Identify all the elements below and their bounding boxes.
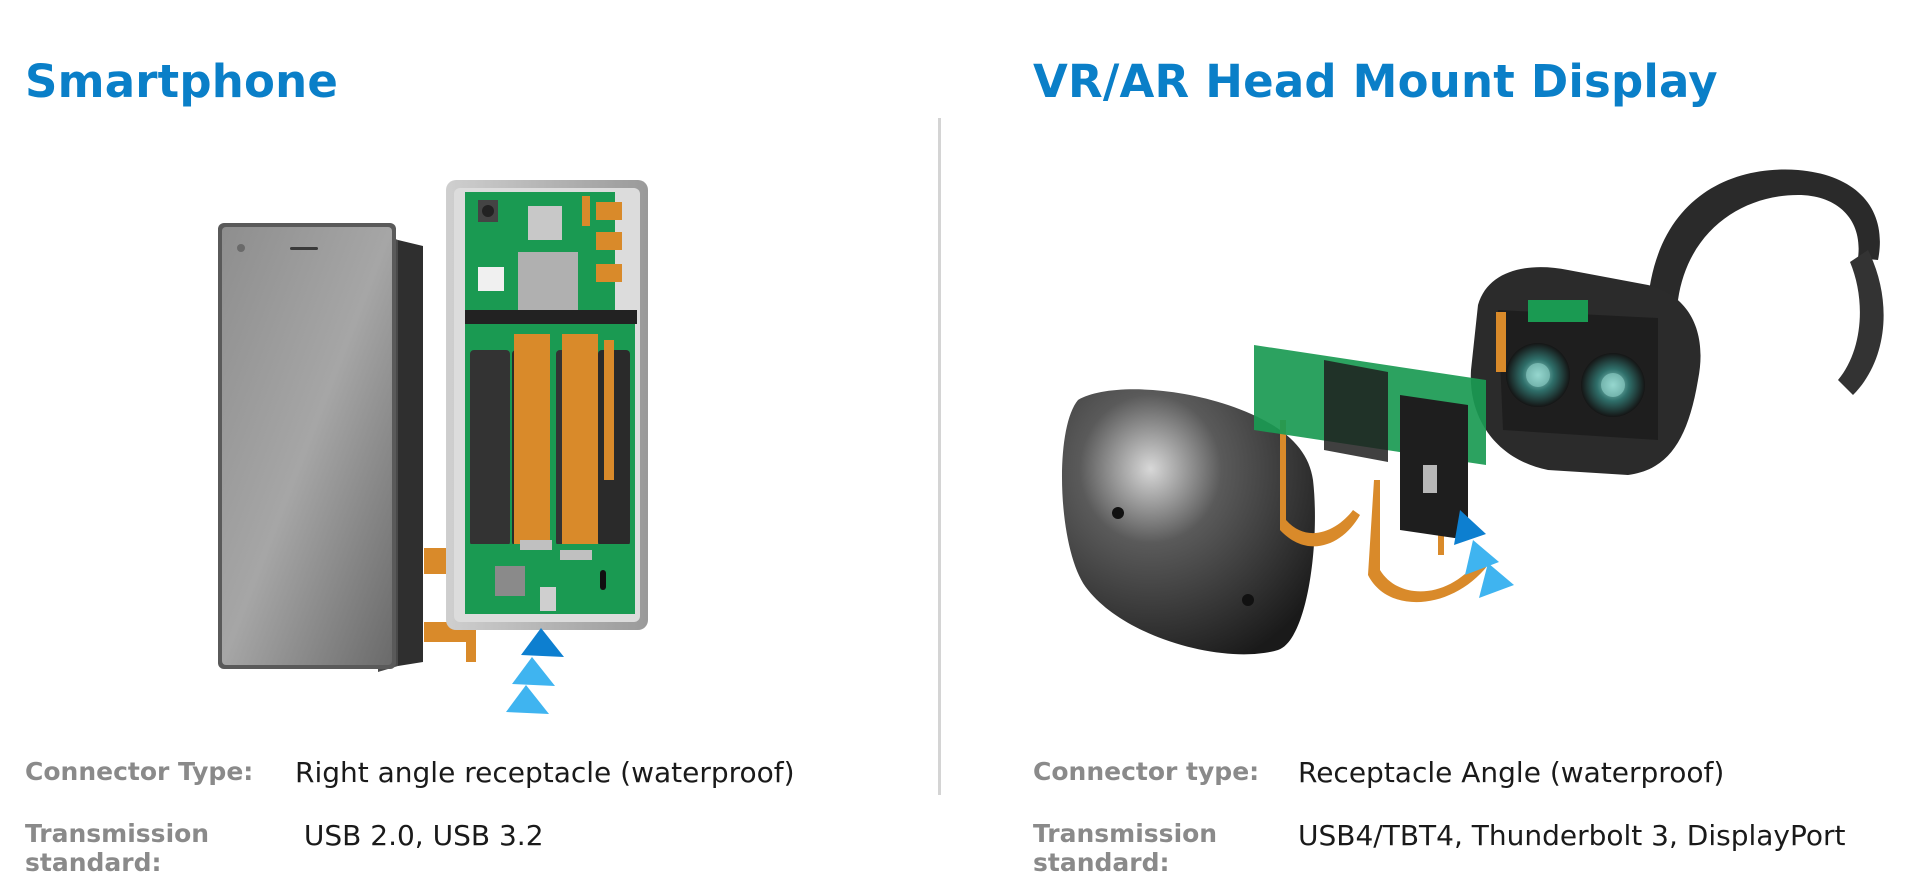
transmission-standard-label: Transmission standard: [25, 819, 210, 877]
insertion-arrows [506, 628, 564, 714]
vr-ar-title: VR/AR Head Mount Display [1033, 55, 1718, 108]
head-strap [1648, 169, 1884, 395]
panel-divider [938, 118, 941, 795]
vr-ar-panel: VR/AR Head Mount Display [1008, 0, 1907, 883]
vr-headset-exploded-illustration [1061, 169, 1884, 655]
phone-internal-board [446, 180, 648, 630]
phone-display [218, 223, 423, 672]
smartphone-title: Smartphone [25, 55, 339, 108]
insertion-arrows [1454, 510, 1514, 598]
transmission-standard-label: Transmission standard: [1033, 819, 1218, 877]
circuit-and-display-panels [1254, 345, 1486, 540]
transmission-standard-value: USB4/TBT4, Thunderbolt 3, DisplayPort [1298, 819, 1846, 852]
transmission-standard-value: USB 2.0, USB 3.2 [295, 819, 544, 852]
smartphone-exploded-illustration [218, 180, 648, 714]
connector-type-value: Receptacle Angle (waterproof) [1298, 756, 1725, 789]
connector-type-label: Connector Type: [25, 757, 254, 786]
headset-body [1470, 267, 1701, 475]
front-shell [1061, 389, 1315, 655]
connector-type-label: Connector type: [1033, 757, 1260, 786]
smartphone-panel: Smartphone [0, 0, 940, 883]
connector-type-value: Right angle receptacle (waterproof) [295, 756, 795, 789]
